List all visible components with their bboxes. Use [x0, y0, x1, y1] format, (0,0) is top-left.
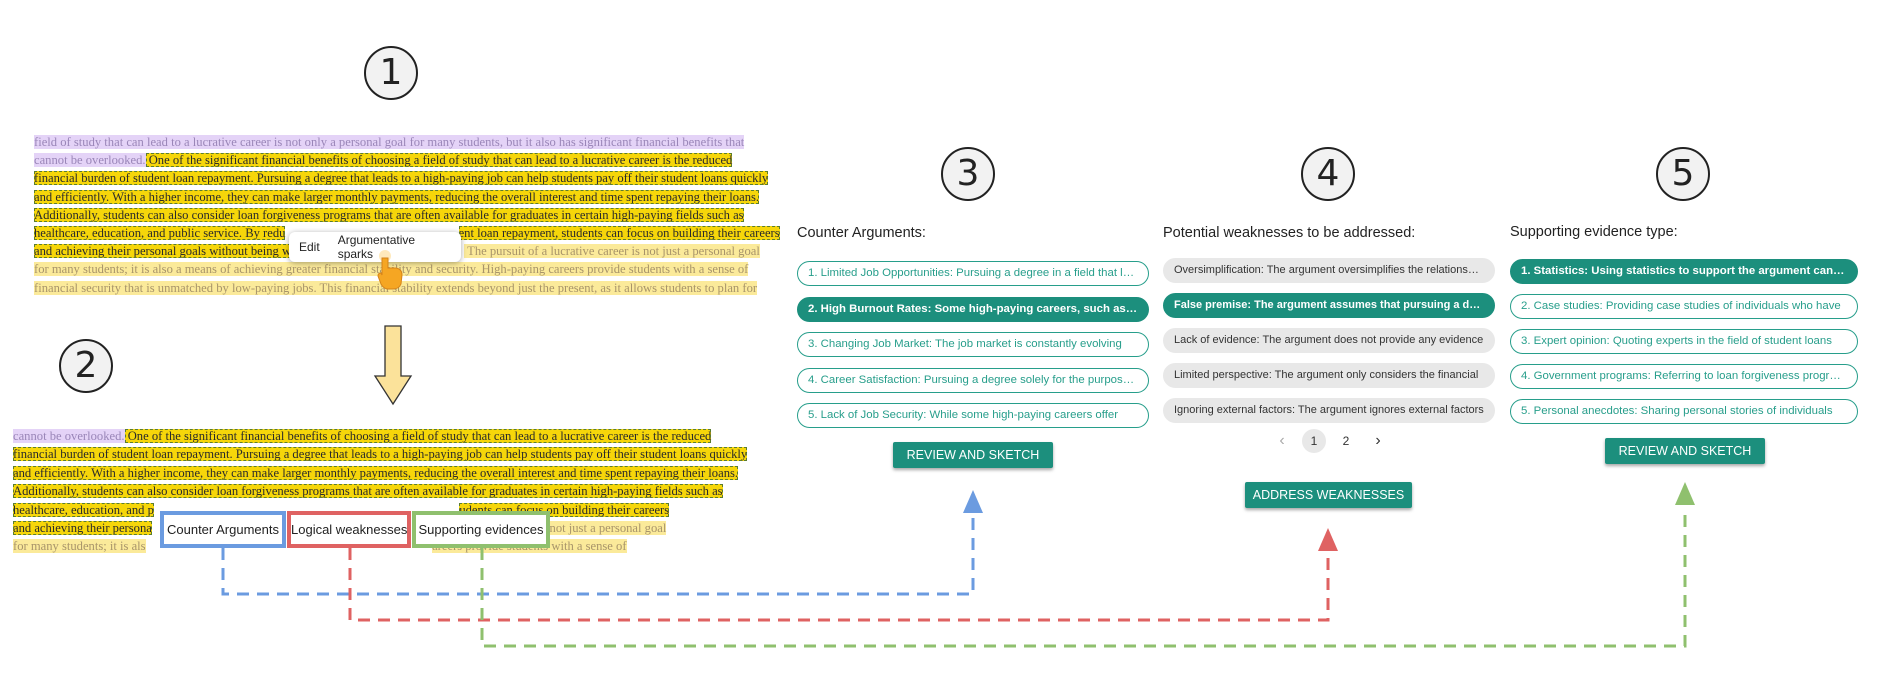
page-2-button[interactable]: 2 — [1342, 434, 1350, 448]
connector-supporting — [480, 510, 1687, 648]
essay-top-line: and efficiently. With a higher income, t… — [34, 189, 760, 205]
pagination: ‹ 1 2 › — [1270, 429, 1390, 453]
panel3-item[interactable]: 4. Career Satisfaction: Pursuing a degre… — [797, 367, 1149, 393]
panel3-item[interactable]: 5. Lack of Job Security: While some high… — [797, 403, 1149, 428]
arrowhead-counter — [963, 490, 983, 513]
essay-text-segment: cannot be overlooked. — [34, 153, 146, 168]
weaknesses-title: Potential weaknesses to be addressed: — [1163, 225, 1416, 241]
essay-text-segment: and efficiently. With a higher income, t… — [13, 465, 739, 480]
essay-text-segment: healthcare, education, and public servic… — [34, 226, 286, 240]
edit-menu-item[interactable]: Edit — [299, 240, 320, 254]
essay-text-segment: ent loan repayment, students can focus o… — [458, 226, 780, 240]
essay-text-segment: One of the significant financial benefit… — [145, 153, 733, 168]
essay-text-segment: One of the significant financial benefit… — [124, 429, 712, 443]
panel5-item[interactable]: 5. Personal anecdotes: Sharing personal … — [1510, 399, 1858, 424]
panel4-item[interactable]: Ignoring external factors: The argument … — [1163, 398, 1495, 423]
essay-top-line: Additionally, students can also consider… — [34, 207, 744, 223]
step-marker-2: 2 — [59, 339, 113, 393]
panel3-item[interactable]: 2. High Burnout Rates: Some high-paying … — [797, 296, 1149, 322]
down-arrow-icon — [373, 325, 413, 406]
essay-text-segment: field of study that can lead to a lucrat… — [34, 135, 745, 149]
hand-cursor-icon — [377, 250, 403, 290]
next-page-icon[interactable]: › — [1375, 432, 1381, 449]
step-marker-5: 5 — [1656, 147, 1710, 201]
essay-top-line: field of study that can lead to a lucrat… — [34, 134, 745, 150]
arrowhead-supporting — [1675, 482, 1695, 505]
arrowhead-logical — [1318, 528, 1338, 551]
panel3-item[interactable]: 1. Limited Job Opportunities: Pursuing a… — [797, 261, 1149, 286]
counter-arguments-tag[interactable]: Counter Arguments — [160, 511, 286, 548]
essay-text-segment: and achieving their persona — [13, 521, 152, 535]
essay-text-segment: financial burden of student loan repayme… — [13, 447, 748, 462]
page-1-button[interactable]: 1 — [1302, 429, 1326, 453]
panel4-item[interactable]: Limited perspective: The argument only c… — [1163, 363, 1495, 388]
essay-text-segment: Additionally, students can also consider… — [34, 207, 744, 222]
previous-page-icon[interactable]: ‹ — [1279, 432, 1285, 449]
connector-counter — [221, 510, 975, 596]
essay-text-segment: Additionally, students can also consider… — [13, 484, 723, 499]
panel4-item[interactable]: False premise: The argument assumes that… — [1163, 293, 1495, 318]
panel5-item[interactable]: 1. Statistics: Using statistics to suppo… — [1510, 259, 1858, 284]
essay-text-segment: and efficiently. With a higher income, t… — [34, 189, 760, 204]
connector-logical — [348, 548, 1330, 622]
step-marker-3: 3 — [941, 147, 995, 201]
panel5-item[interactable]: 4. Government programs: Referring to loa… — [1510, 364, 1858, 389]
essay-top-line: cannot be overlooked. One of the signifi… — [34, 152, 733, 168]
essay-bottom-line: cannot be overlooked. One of the signifi… — [13, 428, 712, 444]
panel3-item[interactable]: 3. Changing Job Market: The job market i… — [797, 332, 1149, 357]
essay-text-segment: financial burden of student loan repayme… — [34, 171, 769, 186]
step-marker-4: 4 — [1301, 147, 1355, 201]
essay-bottom-line: healthcare, education, and p udents can … — [13, 502, 670, 518]
essay-bottom-line: and efficiently. With a higher income, t… — [13, 465, 739, 481]
supporting-evidence-title: Supporting evidence type: — [1510, 224, 1678, 240]
essay-text-segment: cannot be overlooked. — [13, 429, 125, 443]
step-marker-1: 1 — [364, 46, 418, 100]
address-weaknesses-button[interactable]: ADDRESS WEAKNESSES — [1245, 482, 1412, 508]
logical-weaknesses-tag[interactable]: Logical weaknesses — [287, 511, 411, 548]
essay-text-segment: and achieving their personal goals witho… — [34, 244, 292, 259]
argumentative-sparks-menu-item[interactable]: Argumentative sparks — [337, 233, 416, 261]
panel5-item[interactable]: 3. Expert opinion: Quoting experts in th… — [1510, 329, 1858, 354]
counter-arguments-title: Counter Arguments: — [797, 225, 926, 241]
panel4-item[interactable]: Lack of evidence: The argument does not … — [1163, 328, 1495, 353]
essay-passage-top: field of study that can lead to a lucrat… — [34, 134, 780, 298]
essay-text-segment: The pursuit of a lucrative career is not… — [464, 244, 760, 259]
essay-bottom-line: Additionally, students can also consider… — [13, 483, 723, 499]
panel4-item[interactable]: Oversimplification: The argument oversim… — [1163, 258, 1495, 283]
review-and-sketch-button-supporting[interactable]: REVIEW AND SKETCH — [1605, 438, 1765, 464]
essay-text-segment: for many students; it is als — [13, 539, 146, 554]
context-menu: Edit Argumentative sparks — [289, 232, 461, 262]
essay-bottom-line: financial burden of student loan repayme… — [13, 446, 748, 462]
essay-top-line: and achieving their personal goals witho… — [34, 243, 760, 259]
essay-top-line: financial burden of student loan repayme… — [34, 170, 769, 186]
supporting-evidences-tag[interactable]: Supporting evidences — [412, 511, 550, 548]
essay-text-segment: healthcare, education, and p — [13, 502, 154, 517]
panel5-item[interactable]: 2. Case studies: Providing case studies … — [1510, 294, 1858, 319]
review-and-sketch-button-counter[interactable]: REVIEW AND SKETCH — [893, 442, 1053, 468]
essay-top-line: healthcare, education, and public servic… — [34, 225, 780, 241]
